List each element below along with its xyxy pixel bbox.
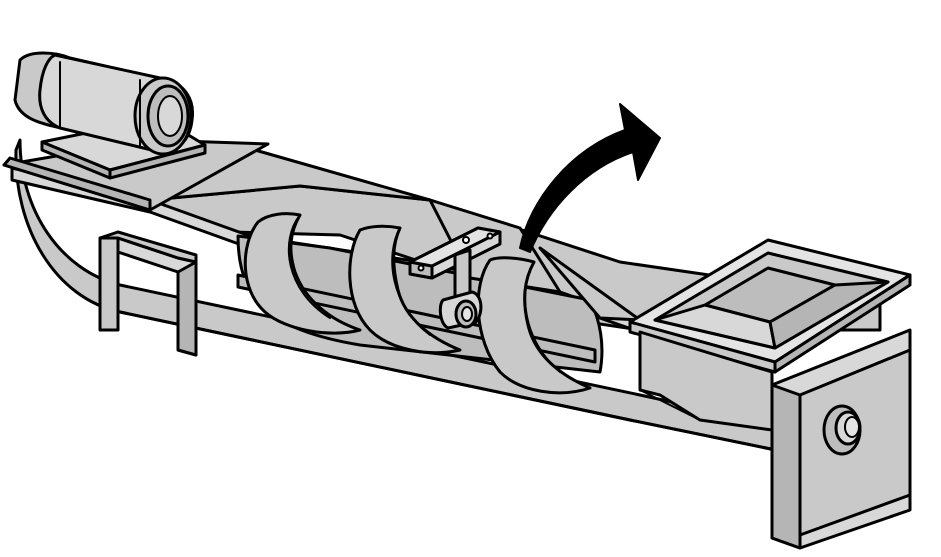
inlet-hopper-icon [628,238,912,432]
end-bearing-icon [822,404,862,456]
drive-motor-icon [13,51,195,156]
left-support-foot [98,230,198,357]
callout-arrow-icon [519,103,661,253]
hanger-bearing-icon [408,226,502,330]
screw-flight-icon [243,212,592,395]
drive-end-plate [2,116,270,212]
